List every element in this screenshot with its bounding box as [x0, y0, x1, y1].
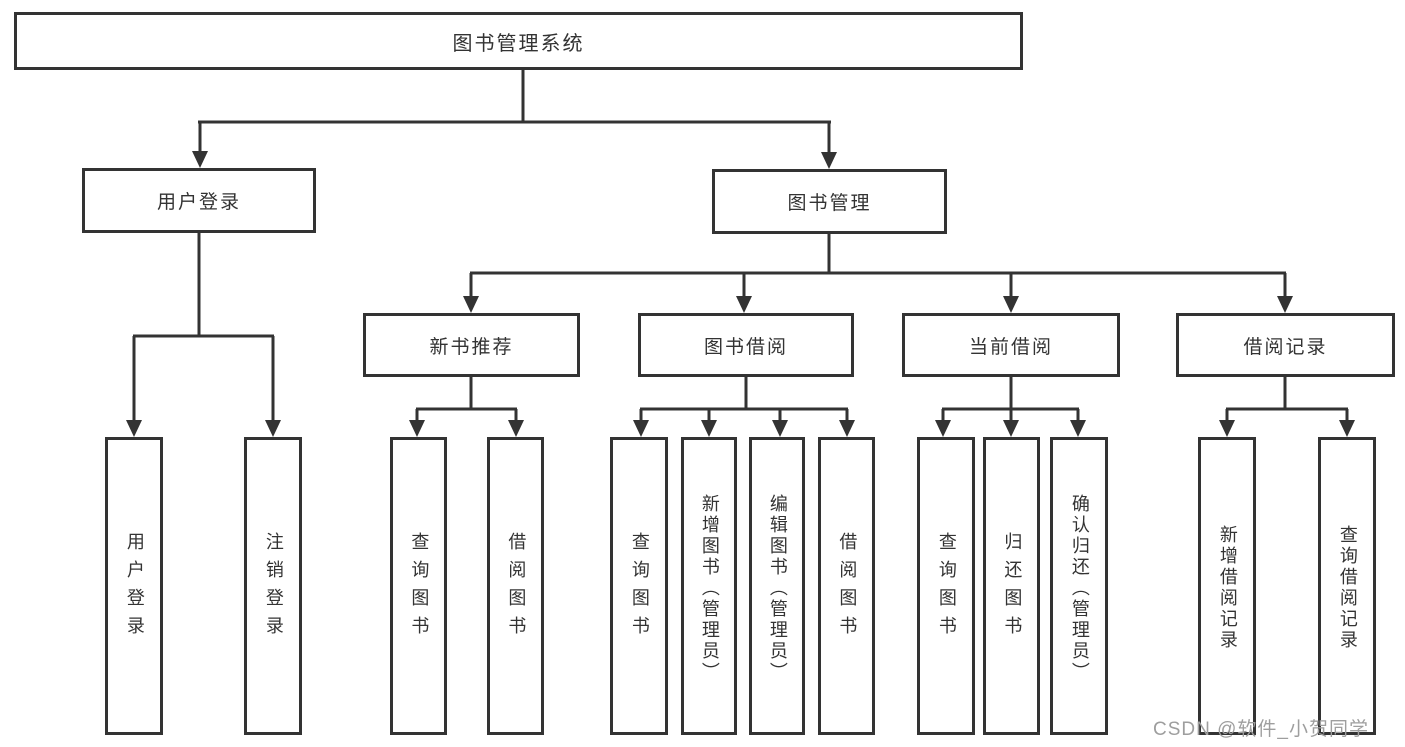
leaf-query-borrow-record: 查询借阅记录	[1318, 437, 1376, 735]
node-user-login: 用户登录	[82, 168, 316, 233]
node-current-borrow: 当前借阅	[902, 313, 1120, 377]
leaf-borrow-books: 借阅图书	[818, 437, 875, 735]
leaf-borrow-books-recommend: 借阅图书	[487, 437, 544, 735]
leaf-query-books-current: 查询图书	[917, 437, 975, 735]
watermark: CSDN @软件_小贺同学	[1153, 719, 1369, 740]
node-book-management: 图书管理	[712, 169, 947, 234]
node-new-book-recommend: 新书推荐	[363, 313, 580, 377]
node-library-system: 图书管理系统	[14, 12, 1023, 70]
leaf-query-books-borrow: 查询图书	[610, 437, 668, 735]
leaf-confirm-return-admin: 确认归还（管理员）	[1050, 437, 1108, 735]
leaf-query-books-recommend: 查询图书	[390, 437, 447, 735]
node-borrow-records: 借阅记录	[1176, 313, 1395, 377]
leaf-edit-books-admin: 编辑图书（管理员）	[749, 437, 805, 735]
leaf-user-login: 用户登录	[105, 437, 163, 735]
leaf-add-borrow-record: 新增借阅记录	[1198, 437, 1256, 735]
leaf-add-books-admin: 新增图书（管理员）	[681, 437, 737, 735]
leaf-logout: 注销登录	[244, 437, 302, 735]
node-book-borrow: 图书借阅	[638, 313, 854, 377]
leaf-return-books: 归还图书	[983, 437, 1040, 735]
